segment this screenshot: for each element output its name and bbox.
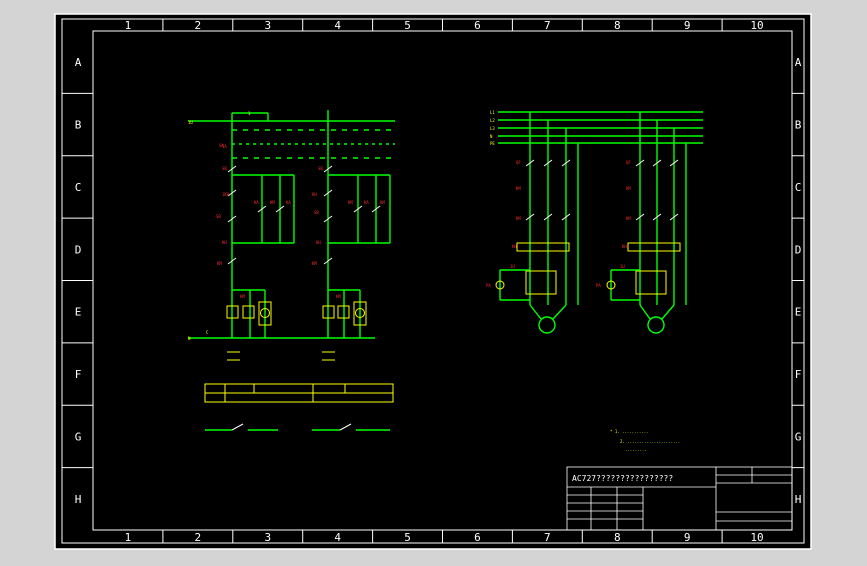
svg-text:SB: SB: [314, 210, 319, 215]
svg-text:KH: KH: [312, 192, 317, 197]
zone-column-label-bottom: 7: [544, 531, 551, 544]
svg-text:L2: L2: [490, 118, 495, 123]
zone-column-label-top: 7: [544, 19, 551, 32]
svg-text:L3: L3: [490, 126, 495, 131]
svg-text:SA: SA: [222, 144, 227, 149]
zone-row-label-right: D: [795, 243, 802, 256]
svg-text:N: N: [490, 134, 493, 139]
zone-row-label-right: H: [795, 493, 802, 506]
zone-row-label-left: F: [75, 368, 82, 381]
svg-text:1: 1: [248, 111, 251, 116]
zone-row-label-left: D: [75, 243, 82, 256]
zone-column-label-top: 8: [614, 19, 621, 32]
svg-text:KH: KH: [222, 240, 227, 245]
zone-column-label-top: 5: [404, 19, 411, 32]
svg-text:KM: KM: [380, 200, 385, 205]
zone-row-label-right: A: [795, 56, 802, 69]
svg-text:N: N: [188, 336, 191, 341]
zone-column-label-bottom: 3: [264, 531, 271, 544]
zone-row-label-left: H: [75, 493, 82, 506]
zone-column-label-bottom: 2: [195, 531, 202, 544]
svg-text:QF: QF: [626, 160, 631, 165]
svg-text:C: C: [206, 330, 209, 335]
svg-text:KM: KM: [240, 294, 245, 299]
svg-text:KM: KM: [270, 200, 275, 205]
svg-text:KA: KA: [286, 200, 291, 205]
sheet-background: [54, 13, 812, 550]
svg-text:KM: KM: [626, 186, 631, 191]
svg-text:SB: SB: [222, 166, 227, 171]
zone-column-label-top: 2: [195, 19, 202, 32]
zone-column-label-bottom: 5: [404, 531, 411, 544]
control-circuit: SB 1KH SB KH KM KM KA KM KA SB KH SB KH KM KM KM…: [188, 110, 395, 431]
svg-text:PA: PA: [486, 283, 491, 288]
zone-column-label-bottom: 9: [684, 531, 691, 544]
zone-row-label-right: B: [795, 119, 802, 132]
drawing-notes: * 1. ........... 2. ....................…: [610, 429, 680, 452]
svg-text:1U: 1U: [510, 264, 515, 269]
svg-text:PA: PA: [596, 283, 601, 288]
zone-row-label-left: E: [75, 306, 82, 319]
svg-text:KH: KH: [316, 240, 321, 245]
svg-text:KM: KM: [348, 200, 353, 205]
zone-column-label-bottom: 1: [125, 531, 132, 544]
svg-text:KH: KH: [622, 244, 627, 249]
zone-column-label-bottom: 4: [334, 531, 341, 544]
svg-text:PE: PE: [490, 141, 495, 146]
title-block: [566, 466, 793, 531]
zone-row-label-left: A: [75, 56, 82, 69]
svg-text:KM: KM: [516, 186, 521, 191]
svg-text:SA: SA: [219, 143, 224, 148]
zone-column-label-top: 9: [684, 19, 691, 32]
zone-row-label-right: F: [795, 368, 802, 381]
svg-text:KM: KM: [217, 261, 222, 266]
zone-column-label-bottom: 6: [474, 531, 481, 544]
svg-text:2. ......................: 2. ......................: [620, 439, 680, 444]
svg-text:KA: KA: [364, 200, 369, 205]
svg-text:* 1. ...........: * 1. ...........: [610, 429, 649, 434]
zone-column-label-bottom: 10: [750, 531, 763, 544]
zone-column-label-top: 3: [264, 19, 271, 32]
svg-text:1KH: 1KH: [222, 192, 230, 197]
svg-text:QF: QF: [516, 160, 521, 165]
svg-text:1U: 1U: [620, 264, 625, 269]
zone-row-label-left: B: [75, 119, 82, 132]
svg-text:KH: KH: [512, 244, 517, 249]
zone-column-label-top: 1: [125, 19, 132, 32]
zone-row-label-right: G: [795, 430, 802, 443]
zone-column-label-top: 4: [334, 19, 341, 32]
svg-text:1U: 1U: [188, 120, 193, 125]
svg-text:KM: KM: [336, 294, 341, 299]
svg-text:SB: SB: [318, 166, 323, 171]
svg-text:KM: KM: [312, 261, 317, 266]
svg-text:.........: .........: [625, 447, 647, 452]
svg-text:KM: KM: [516, 216, 521, 221]
zone-column-label-bottom: 8: [614, 531, 621, 544]
zone-column-label-top: 6: [474, 19, 481, 32]
zone-row-label-left: G: [75, 430, 82, 443]
zone-row-label-left: C: [75, 181, 82, 194]
zone-row-label-right: C: [795, 181, 802, 194]
zone-column-label-top: 10: [750, 19, 763, 32]
svg-text:KM: KM: [626, 216, 631, 221]
svg-text:KA: KA: [254, 200, 259, 205]
zone-row-label-right: E: [795, 306, 802, 319]
title-block-title: AC727????????????????: [572, 474, 673, 483]
svg-text:L1: L1: [490, 110, 495, 115]
svg-text:SB: SB: [216, 214, 221, 219]
